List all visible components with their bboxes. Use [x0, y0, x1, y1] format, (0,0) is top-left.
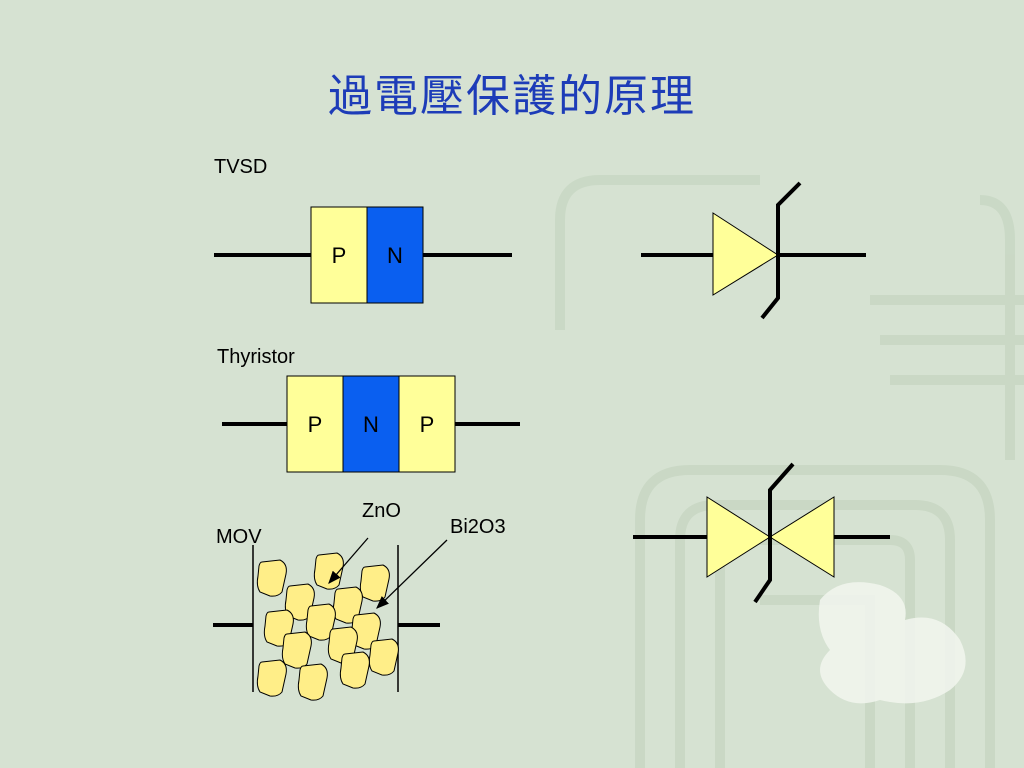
zno-grain [297, 663, 328, 701]
tvs-diode-symbol [641, 181, 866, 320]
bi2o3-pointer-arrow [376, 539, 448, 609]
thyristor-p1-text: P [308, 412, 323, 437]
thyristor-n-region [342, 375, 400, 473]
mov-block [213, 537, 448, 701]
bi2o3-label: Bi2O3 [450, 516, 506, 538]
tvsd-label: TVSD [214, 156, 268, 178]
tvsd-n-region [366, 206, 424, 304]
tvsd-n-text: N [387, 243, 403, 268]
bidir-triangle-right [769, 496, 835, 578]
thyristor-label: Thyristor [217, 346, 295, 368]
zno-grain [350, 612, 381, 650]
zno-grains [256, 552, 399, 701]
zno-grain [281, 631, 312, 669]
bidir-triangle-left [706, 496, 771, 578]
zno-grain [256, 659, 287, 697]
mov-label: MOV [216, 526, 262, 548]
bidir-bar [753, 462, 795, 604]
zno-grain [305, 603, 336, 641]
thyristor-block: P N P [222, 375, 520, 473]
zno-grain [368, 638, 399, 676]
tvsd-block: P N [214, 206, 512, 304]
zno-grain [359, 564, 390, 602]
zno-grain [256, 559, 287, 597]
zno-label: ZnO [362, 500, 401, 522]
tvs-symbol-bar [760, 181, 802, 320]
tvsd-p-text: P [332, 243, 347, 268]
tvs-symbol-triangle [712, 212, 779, 296]
zno-grain [339, 651, 370, 689]
thyristor-p2-region [398, 375, 456, 473]
thyristor-n-text: N [363, 412, 379, 437]
zno-grain [284, 583, 315, 621]
bidirectional-tvs-symbol [633, 462, 890, 604]
thyristor-p2-text: P [420, 412, 435, 437]
page-title: 過電壓保護的原理 [328, 71, 696, 122]
tvsd-p-region [310, 206, 368, 304]
zno-pointer-arrow [328, 537, 369, 584]
dragon-ornament [818, 582, 966, 704]
zno-grain [332, 586, 363, 624]
